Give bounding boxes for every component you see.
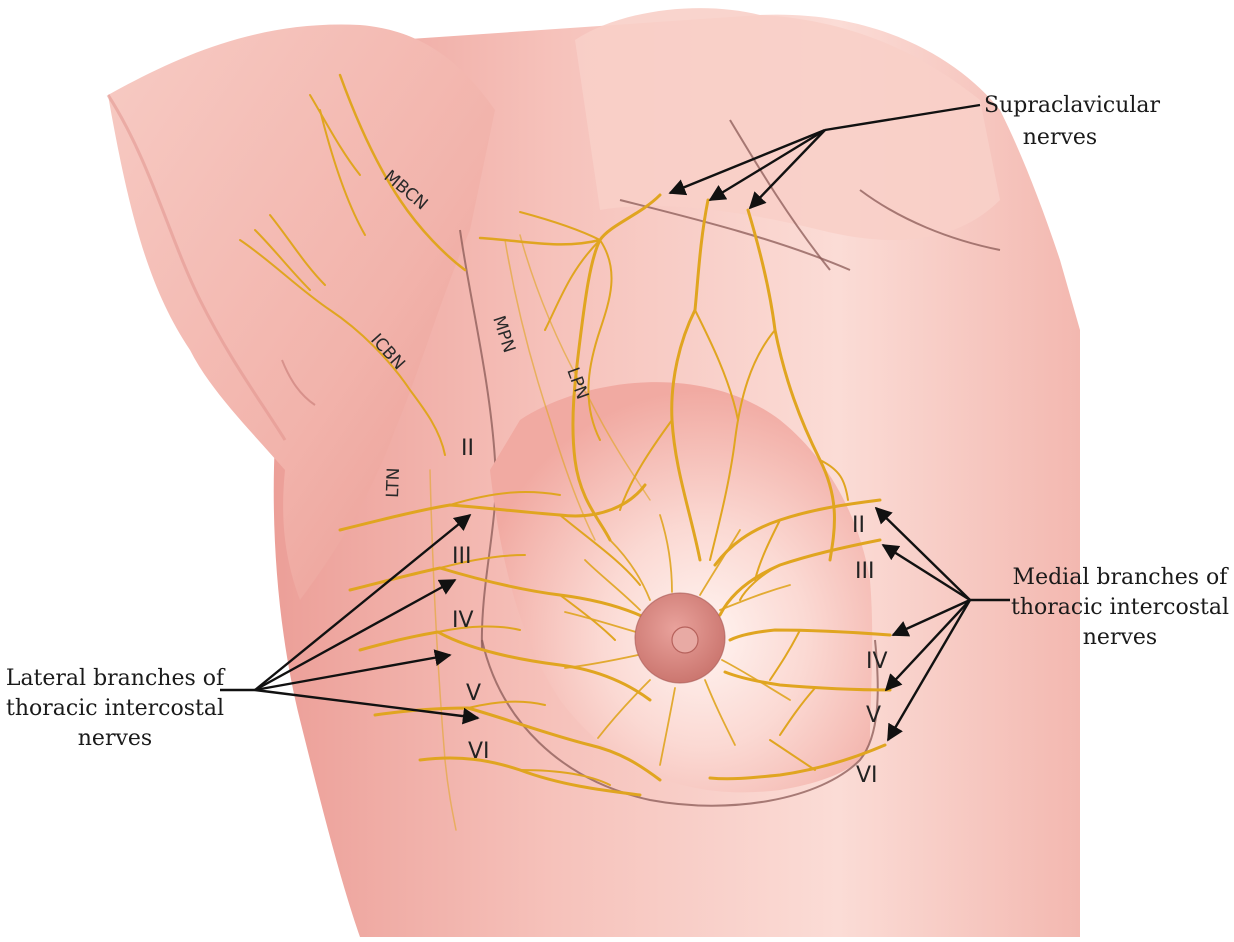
callout-supraclavicular-line2: nerves [1023, 125, 1097, 150]
lateral-numeral-vi: VI [468, 739, 490, 764]
callout-lateral-line2: thoracic intercostal [6, 696, 224, 721]
lateral-numeral-iii: III [452, 544, 471, 569]
nipple [672, 627, 698, 653]
callout-medial-line1: Medial branches of [1013, 565, 1230, 590]
medial-numeral-iv: IV [866, 649, 888, 674]
medial-numeral-iii: III [855, 559, 874, 584]
callout-lateral: Lateral branches of thoracic intercostal… [6, 666, 226, 751]
medial-numeral-ii: II [852, 513, 865, 538]
callout-medial-line3: nerves [1083, 625, 1157, 650]
lateral-numeral-iv: IV [452, 608, 474, 633]
lateral-numeral-v: V [466, 681, 481, 706]
lateral-numeral-ii: II [461, 436, 474, 461]
medial-numeral-v: V [866, 703, 881, 728]
label-ltn: LTN [383, 467, 404, 498]
callout-supraclavicular-line1: Supraclavicular [984, 93, 1161, 118]
callout-lateral-line3: nerves [78, 726, 152, 751]
callout-lateral-line1: Lateral branches of [6, 666, 226, 691]
medial-numeral-vi: VI [856, 763, 878, 788]
callout-medial-line2: thoracic intercostal [1011, 595, 1229, 620]
